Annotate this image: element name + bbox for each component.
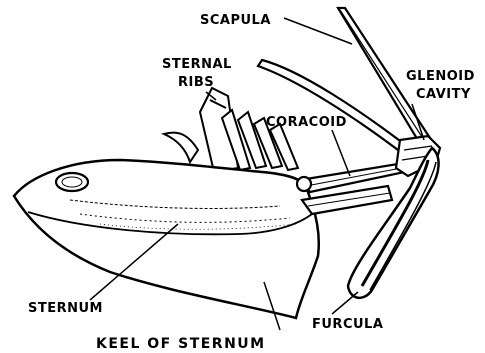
label-sternal-ribs-line2: RIBS — [178, 75, 214, 90]
label-scapula: SCAPULA — [200, 13, 271, 28]
scapula-leader — [284, 18, 352, 44]
sternal-ribs — [200, 88, 298, 172]
label-coracoid: CORACOID — [266, 115, 347, 130]
hook-process — [164, 133, 198, 162]
label-sternum: STERNUM — [28, 301, 103, 316]
furcula-leader — [332, 292, 358, 314]
label-glenoid-line1: GLENOID — [406, 69, 475, 84]
label-sternal-ribs-line1: STERNAL — [162, 57, 232, 72]
coracoid-leader — [332, 130, 350, 176]
sternum-body — [14, 160, 319, 318]
label-keel-of-sternum: KEEL OF STERNUM — [96, 336, 266, 352]
label-furcula: FURCULA — [312, 317, 383, 332]
label-glenoid-line2: CAVITY — [416, 87, 471, 102]
